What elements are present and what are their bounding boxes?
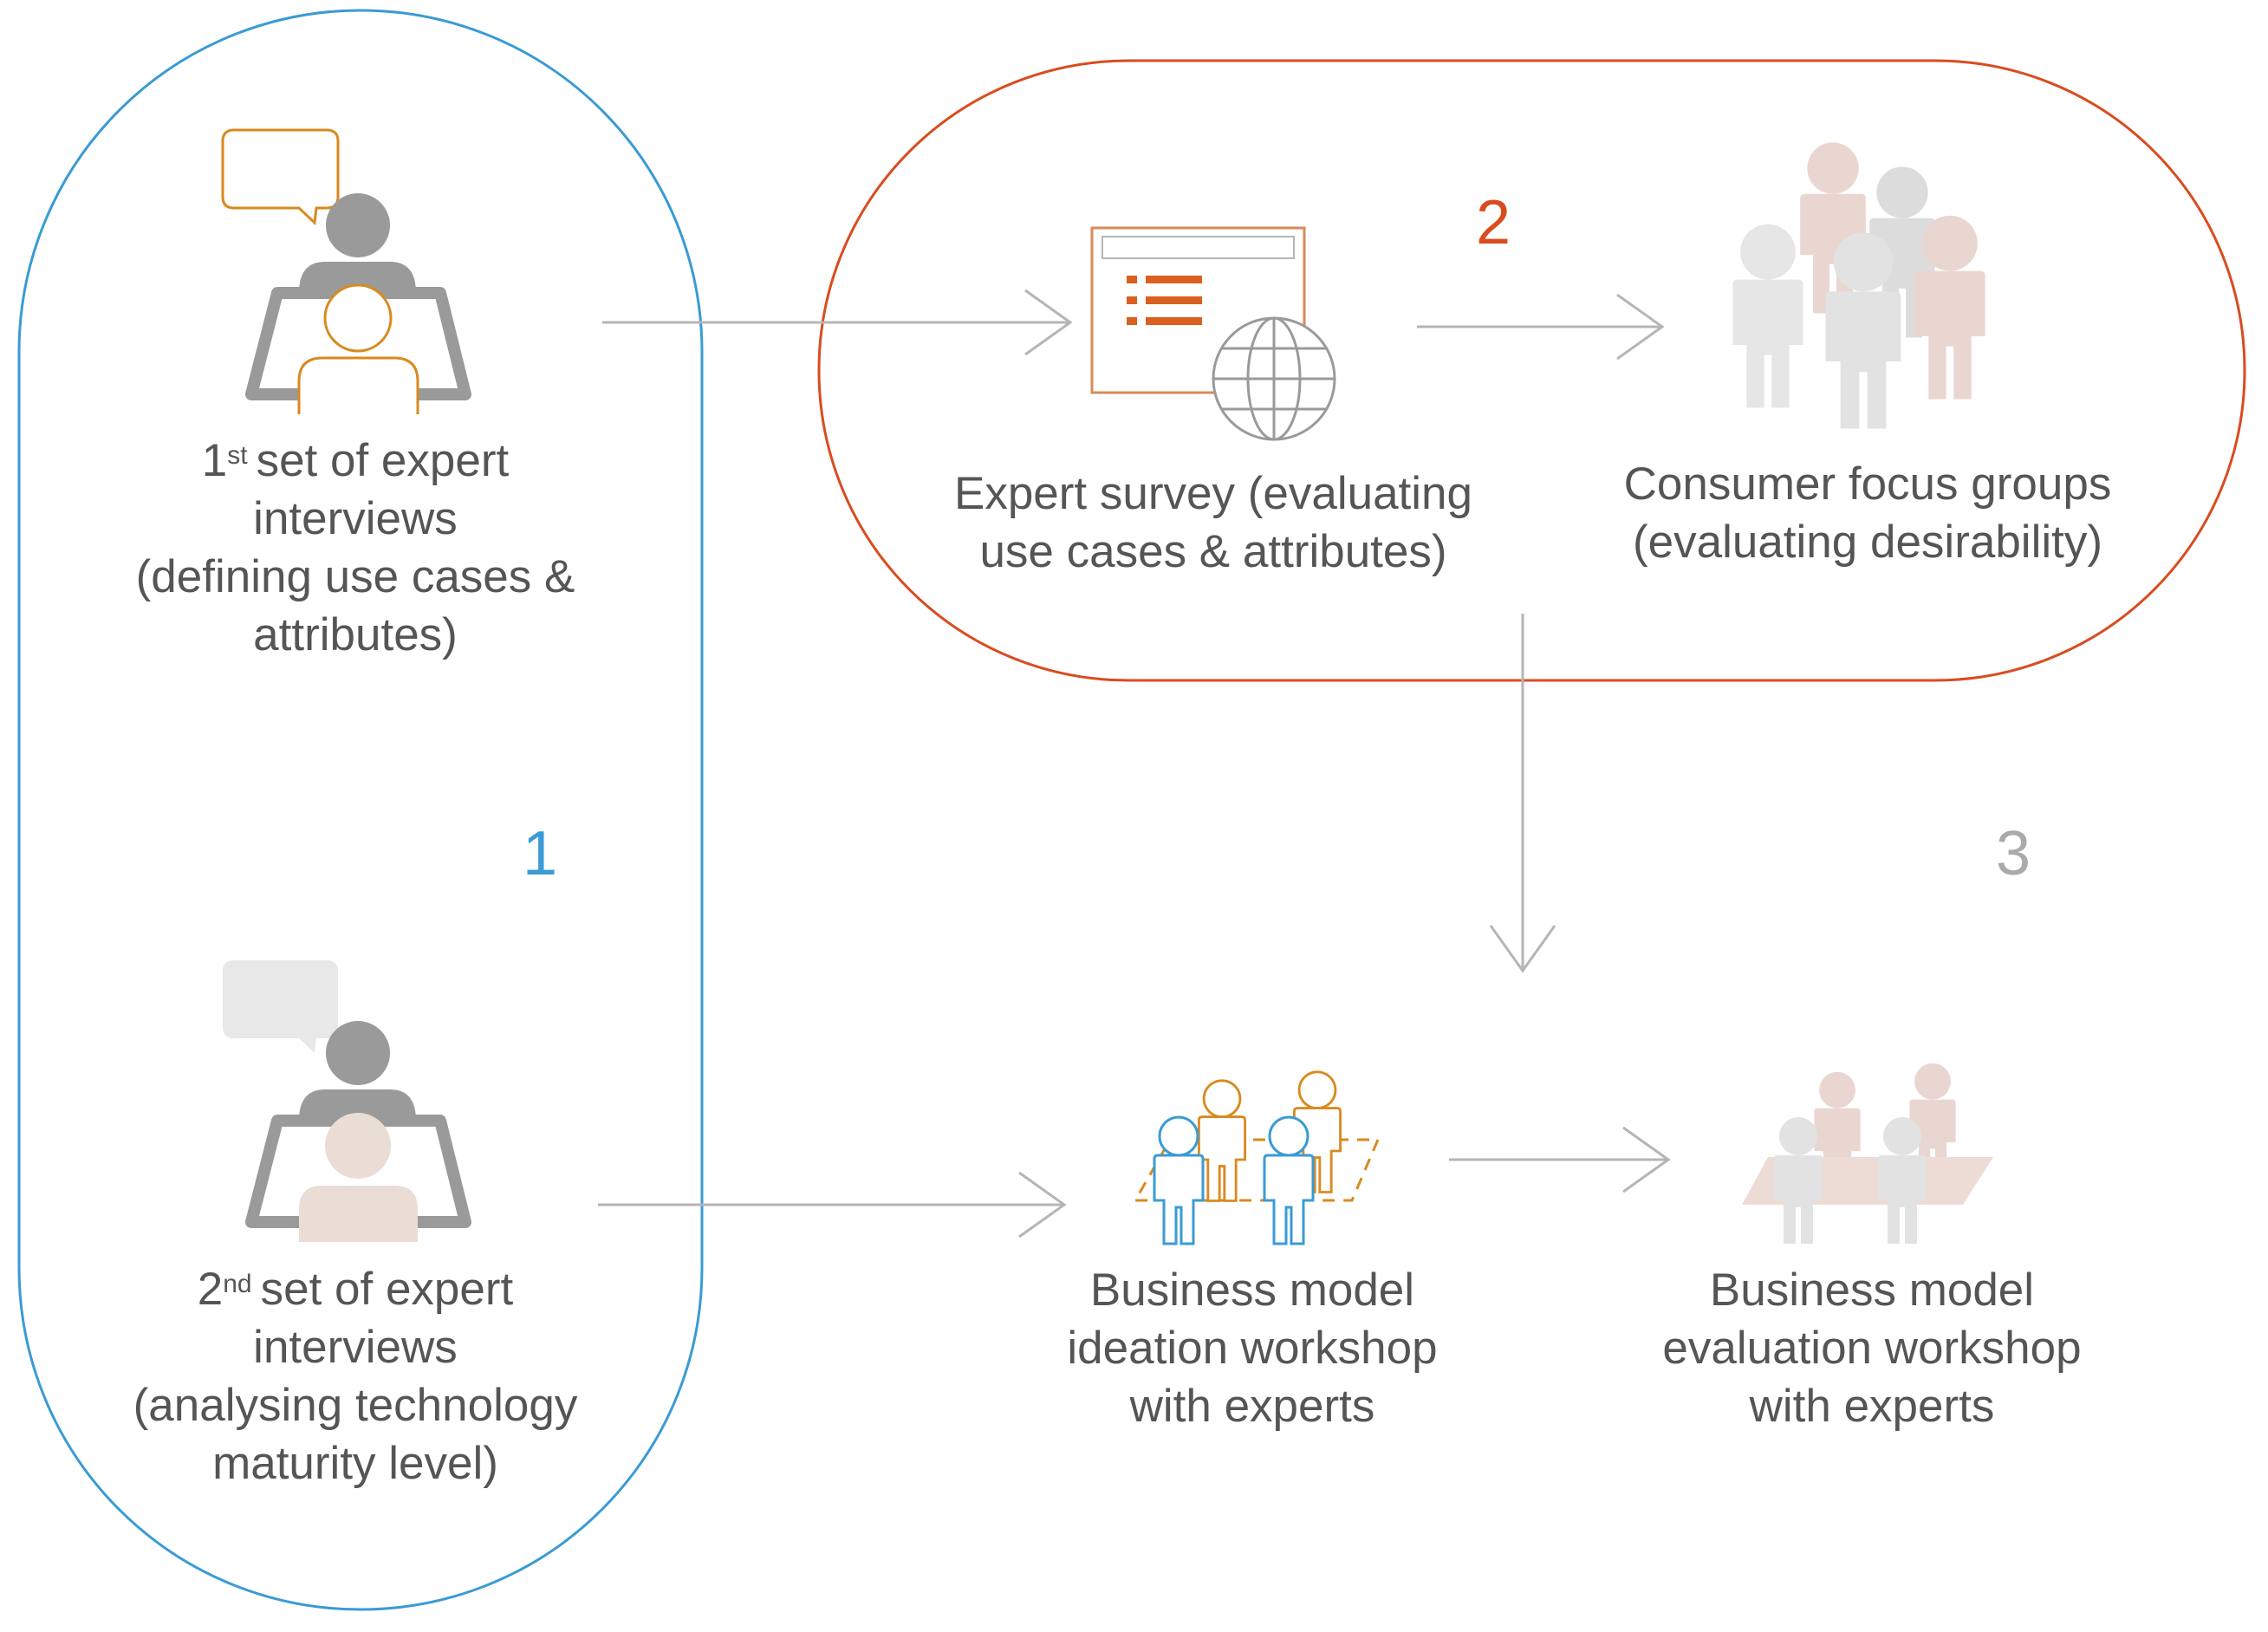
label-line: evaluation workshop (1662, 1323, 2082, 1374)
label-line: Expert survey (evaluating (953, 468, 1472, 519)
label-line: with experts (1749, 1381, 1995, 1432)
label-line: (evaluating desirability) (1632, 517, 2103, 568)
label-line: with experts (1129, 1381, 1375, 1432)
ordinal-number: 2 (197, 1264, 224, 1315)
label-line: use cases & attributes) (979, 526, 1447, 577)
label-line: (analysing technology (133, 1380, 578, 1431)
phase-3-number: 3 (1996, 819, 2031, 888)
phase-2-number: 2 (1476, 188, 1511, 257)
arrow-interviews-to-ideation (598, 1171, 1067, 1239)
evaluation-workshop-label: Business model evaluation workshop with … (1599, 1261, 2145, 1435)
label-line: maturity level) (212, 1438, 498, 1489)
arrow-interviews-to-survey (602, 289, 1073, 356)
ordinal-suffix: st (227, 441, 248, 470)
workshop-icon (1133, 1070, 1381, 1245)
label-line: Business model (1089, 1265, 1415, 1316)
interviews-2-label: 2nd set of expert interviews (analysing t… (74, 1260, 637, 1492)
label-line: set of expert (260, 1264, 514, 1315)
ordinal-number: 1 (201, 435, 228, 486)
web-survey-icon (1090, 226, 1336, 441)
label-line: interviews (253, 493, 458, 544)
arrow-ideation-to-evaluation (1449, 1126, 1671, 1193)
focus-groups-label: Consumer focus groups (evaluating desira… (1573, 455, 2162, 571)
expert-interview-icon (221, 128, 471, 414)
label-line: (defining use cases & (135, 551, 575, 602)
phase-2-container (817, 59, 2246, 682)
label-line: set of expert (256, 435, 510, 486)
expert-survey-label: Expert survey (evaluating use cases & at… (919, 465, 1508, 581)
workshop-icon (1742, 1063, 1993, 1244)
label-line: attributes) (253, 609, 458, 660)
phase-1-number: 1 (523, 819, 558, 888)
arrow-survey-to-focus-groups (1417, 293, 1665, 361)
phase-1-container (17, 9, 704, 1611)
label-line: ideation workshop (1067, 1323, 1438, 1374)
arrow-phase-2-to-ideation (1489, 614, 1556, 973)
label-line: interviews (253, 1322, 458, 1373)
label-line: Business model (1709, 1265, 2035, 1316)
ordinal-suffix: nd (223, 1270, 252, 1298)
label-line: Consumer focus groups (1623, 458, 2112, 510)
ideation-workshop-label: Business model ideation workshop with ex… (992, 1261, 1512, 1435)
expert-interview-icon (223, 960, 471, 1242)
consumer-group-icon (1732, 142, 1985, 429)
interviews-1-label: 1st set of expert interviews (defining us… (74, 432, 637, 664)
